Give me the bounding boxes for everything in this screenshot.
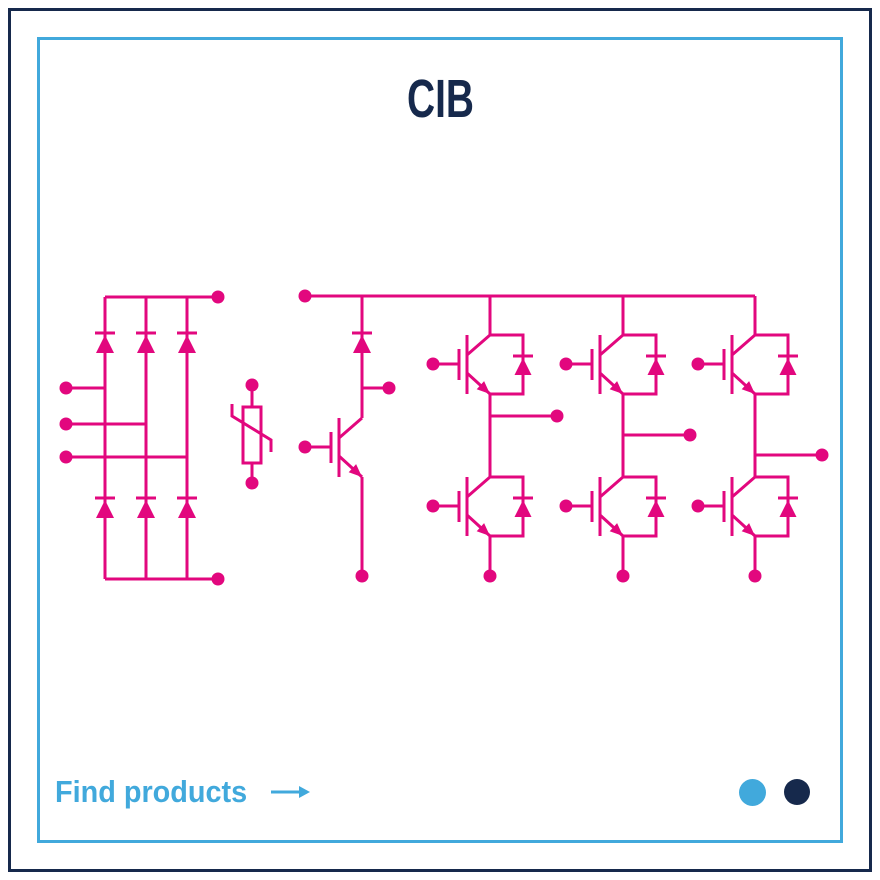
phase-output-terminal-1	[550, 409, 564, 423]
varistor	[230, 378, 273, 490]
find-products-link[interactable]: Find products	[55, 774, 311, 810]
rectifier-dc-plus-terminal	[211, 290, 225, 304]
inverter-leg-2	[558, 296, 697, 583]
legend-dots	[739, 778, 810, 806]
ac-input-terminal-3	[59, 450, 73, 464]
page-title: CIB	[406, 69, 474, 129]
brake-resistor-terminal	[382, 381, 396, 395]
low-emitter-terminal-2	[616, 569, 630, 583]
rectifier-bridge	[59, 290, 225, 586]
phase-output-terminal-2	[683, 428, 697, 442]
ac-input-terminal-1	[59, 381, 73, 395]
varistor-terminal-top	[245, 378, 259, 392]
low-emitter-terminal-3	[748, 569, 762, 583]
dark-navy-dot	[784, 779, 810, 805]
rectifier-dc-minus-terminal	[211, 572, 225, 586]
low-emitter-terminal-1	[483, 569, 497, 583]
find-products-label: Find products	[55, 774, 248, 809]
dc-plus-rail	[298, 289, 755, 303]
brake-emitter-terminal	[355, 569, 369, 583]
light-blue-dot	[739, 778, 766, 806]
brake-chopper	[297, 296, 396, 583]
varistor-terminal-bottom	[245, 476, 259, 490]
arrow-right-icon	[270, 786, 310, 798]
dc-plus-rail-terminal	[298, 289, 312, 303]
phase-output-terminal-3	[815, 448, 829, 462]
inverter-leg-3	[690, 296, 829, 583]
card-footer: Find products	[55, 770, 810, 814]
ac-input-terminal-2	[59, 417, 73, 431]
inverter-leg-1	[425, 296, 564, 583]
